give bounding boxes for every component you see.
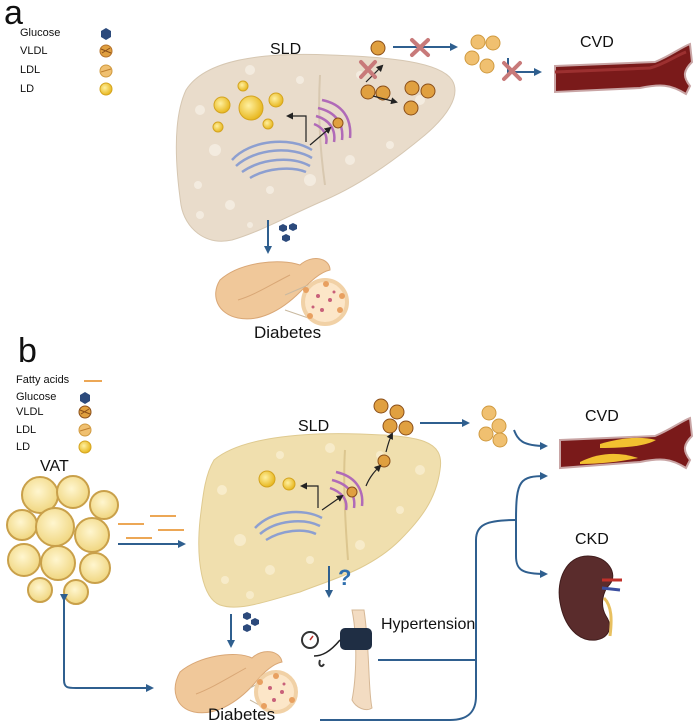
- plaque-top: [600, 437, 656, 448]
- er-a: [231, 140, 313, 180]
- legend-a-ldl-label: LDL: [20, 64, 41, 76]
- vldl-group-a-liver: [360, 80, 436, 116]
- vldl-legend-icon: [99, 44, 113, 58]
- legend-b-ld-label: LD: [16, 441, 31, 453]
- ldl-legend-b-icon: [78, 423, 92, 437]
- legend-a-ld-label: LD: [20, 83, 35, 95]
- legend-b-fatty-acids-label: Fatty acids: [16, 374, 70, 386]
- block-cross-a1: [359, 60, 377, 79]
- vessel-a: [554, 42, 694, 96]
- panel-a-letter: a: [4, 0, 23, 32]
- panel-b: [6, 380, 694, 721]
- vat-adipose-tissue: [6, 475, 119, 605]
- pancreas-b: [174, 651, 298, 714]
- arrow-ldl-to-cvd-b: [513, 429, 548, 450]
- arm-with-bp-cuff: [301, 609, 373, 711]
- glucose-cluster-a: [279, 223, 297, 242]
- ld-legend-b-icon: [78, 440, 92, 454]
- pancreas-a: [215, 258, 349, 326]
- glucose-cluster-b: [243, 612, 259, 632]
- vessel-b: [559, 416, 694, 470]
- diabetes-label-a: Diabetes: [254, 323, 322, 342]
- vldl-legend-b-icon: [78, 405, 92, 419]
- lipid-droplets-a: [212, 80, 284, 133]
- arrow-ldl-to-cvd-a: [507, 58, 542, 76]
- er-b: [254, 510, 323, 542]
- line-diabetes-to-trunk: [320, 660, 477, 721]
- legend-b-vldl-label: VLDL: [16, 406, 44, 418]
- arrow-trunk-to-cvd: [515, 472, 548, 521]
- block-cross-a3: [502, 61, 522, 81]
- plaque-bottom: [580, 453, 638, 464]
- vldl-in-golgi-a: [332, 117, 344, 129]
- cvd-label-a: CVD: [580, 34, 614, 51]
- kidney-icon: [558, 555, 622, 641]
- diabetes-label-b: Diabetes: [208, 705, 276, 724]
- hypertension-label: Hypertension: [381, 616, 476, 633]
- block-cross-a2: [410, 38, 430, 57]
- ldl-group-a: [464, 34, 501, 74]
- ckd-label-b: CKD: [575, 531, 609, 548]
- vldl-secreted-a: [370, 40, 386, 56]
- fatty-acids-stream: [118, 515, 184, 539]
- ld-legend-icon: [99, 82, 113, 96]
- legend-b-glucose-label: Glucose: [16, 391, 57, 403]
- cvd-label-b: CVD: [585, 408, 619, 425]
- vldl-right-lobe-b: [377, 454, 391, 468]
- panel-a: [99, 28, 694, 326]
- panel-b-letter: b: [18, 332, 37, 370]
- vldl-in-golgi-b: [346, 486, 358, 498]
- legend-a: [99, 28, 113, 96]
- sld-label-b: SLD: [298, 418, 330, 435]
- arrow-vat-pancreas-bidirectional: [60, 594, 154, 692]
- sld-label-a: SLD: [270, 41, 302, 58]
- arrow-trunk-to-ckd: [515, 520, 548, 578]
- liver-a: [175, 53, 456, 242]
- ldl-legend-icon: [99, 64, 113, 78]
- line-hypertension-to-trunk: [378, 519, 517, 661]
- legend-a-glucose-label: Glucose: [20, 27, 61, 39]
- legend-b: [78, 380, 102, 454]
- question-mark: ?: [338, 565, 352, 590]
- legend-a-vldl-label: VLDL: [20, 45, 48, 57]
- legend-b-ldl-label: LDL: [16, 424, 37, 436]
- lipid-droplets-b: [258, 470, 296, 491]
- glucose-legend-icon: [101, 28, 111, 40]
- ldl-group-b: [478, 405, 508, 448]
- vldl-secreted-b: [373, 398, 414, 436]
- liver-b: [198, 432, 442, 608]
- vat-label: VAT: [40, 458, 69, 475]
- glucose-legend-b-icon: [80, 392, 90, 404]
